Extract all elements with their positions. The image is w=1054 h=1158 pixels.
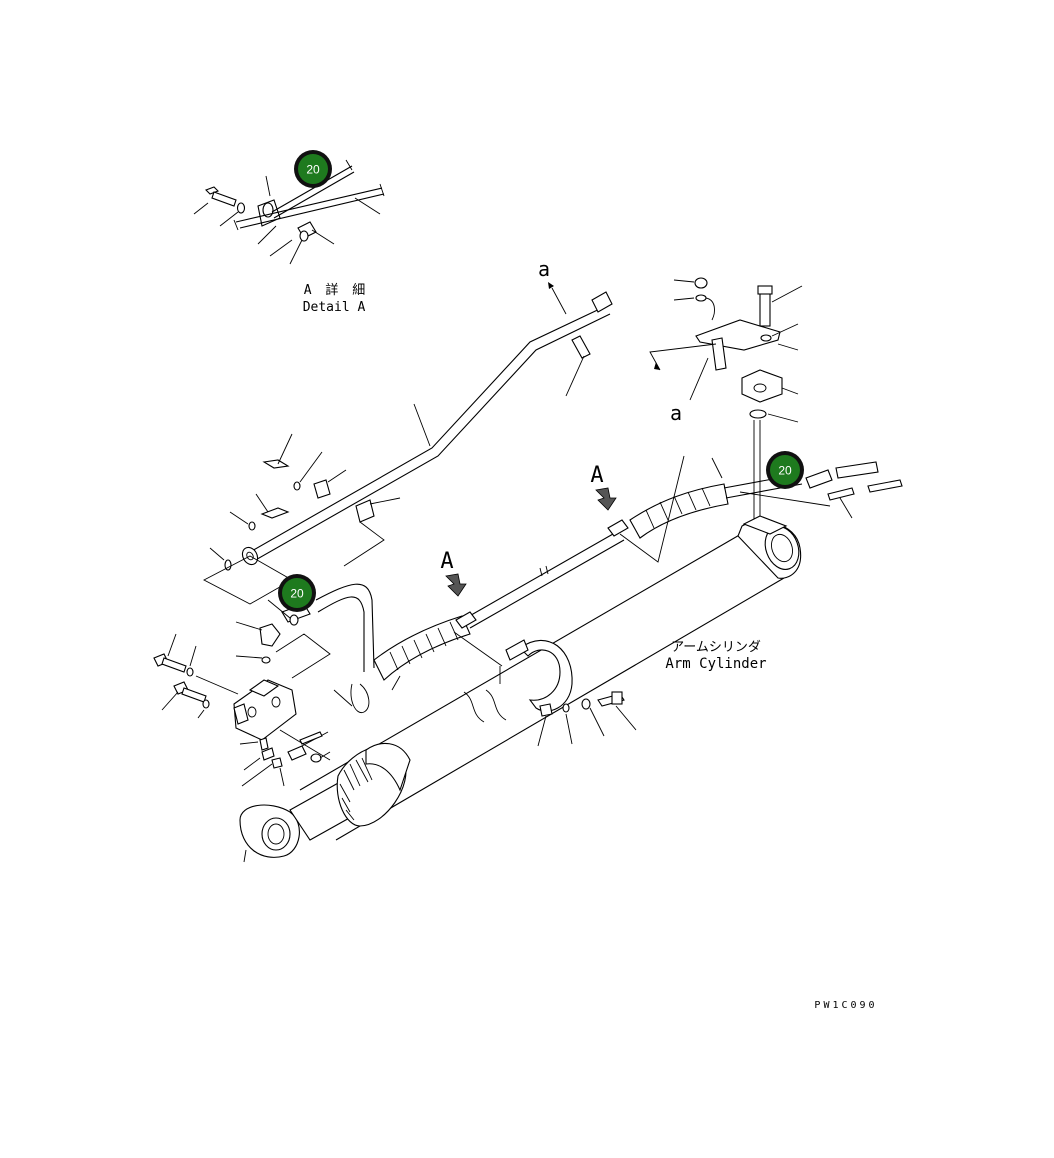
callout-label: 20 xyxy=(778,464,792,478)
lower-hose xyxy=(315,583,471,714)
tube-flange-upper xyxy=(591,291,613,313)
spiral-guard-upper xyxy=(629,483,729,539)
detail-a-inset: A 詳 細 Detail A xyxy=(193,159,385,315)
tube-clips xyxy=(203,433,401,605)
drawing-code: PW1C090 xyxy=(814,1000,877,1011)
detail-bracket xyxy=(257,175,281,227)
callout-label: 20 xyxy=(290,587,304,601)
callout-label: 20 xyxy=(306,163,320,177)
view-arrow-left: A xyxy=(440,549,467,597)
arm-cylinder-label-en: Arm Cylinder xyxy=(665,656,766,672)
detail-a-label-en: Detail A xyxy=(303,300,366,315)
ref-a-mid: a xyxy=(670,401,682,425)
detail-a-label-jp: A 詳 細 xyxy=(304,282,368,298)
view-a-left-label: A xyxy=(440,549,453,574)
view-arrow-right: A xyxy=(590,463,617,511)
detail-clip xyxy=(257,221,335,265)
middle-tube xyxy=(453,455,685,667)
steel-tube: a xyxy=(241,257,613,566)
detail-bolt xyxy=(193,186,237,215)
callout-badge-right: 20 xyxy=(766,451,804,489)
rod-end-eye xyxy=(261,817,291,851)
upper-bracket: a xyxy=(649,277,803,520)
arm-cylinder: アームシリンダ Arm Cylinder xyxy=(239,515,802,863)
arm-cylinder-label-jp: アームシリンダ xyxy=(671,640,761,655)
view-a-right-label: A xyxy=(590,463,603,488)
valve-assembly xyxy=(153,599,331,787)
upper-hose xyxy=(629,457,903,539)
detail-washer xyxy=(236,202,246,214)
band-clamp xyxy=(519,639,573,712)
spiral-guard-lower xyxy=(373,615,471,681)
callout-badge-top: 20 xyxy=(294,150,332,188)
ref-a-top: a xyxy=(538,257,550,281)
tube-clamp xyxy=(571,335,591,359)
callout-badge-left: 20 xyxy=(278,574,316,612)
